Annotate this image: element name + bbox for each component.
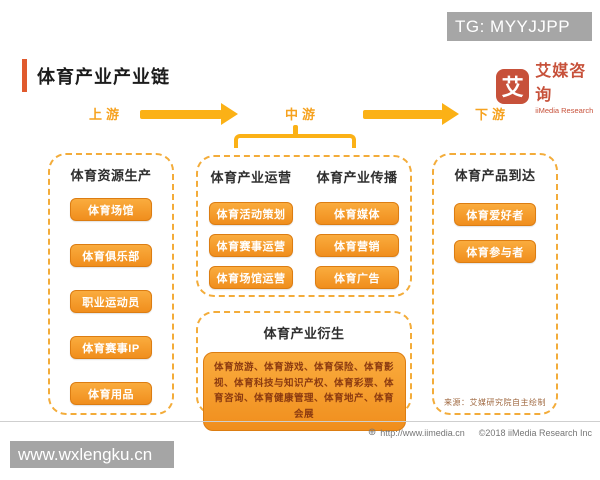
operation-items: 体育活动策划 体育赛事运营 体育场馆运营 [198,202,304,289]
list-item: 体育场馆 [70,198,152,221]
footer-url: http://www.iimedia.cn [380,427,465,438]
top-watermark: TG: MYYJJPP [447,12,592,41]
list-item: 体育爱好者 [454,203,536,226]
logo-name-cn: 艾媒咨询 [535,63,587,104]
logo-text: 艾媒咨询 iiMedia Research [535,57,600,115]
media-items: 体育媒体 体育营销 体育广告 [304,202,410,289]
flow-arrow-1 [140,110,222,119]
list-item: 体育赛事IP [70,336,152,359]
flow-label-upstream: 上游 [88,107,123,122]
list-item: 体育参与者 [454,240,536,263]
upstream-items: 体育场馆 体育俱乐部 职业运动员 体育赛事IP 体育用品 [50,198,172,405]
source-note: 来源：艾媒研究院自主绘制 [444,398,546,407]
section-downstream: 体育产品到达 体育爱好者 体育参与者 来源：艾媒研究院自主绘制 [432,153,558,415]
list-item: 体育俱乐部 [70,244,152,267]
downstream-items: 体育爱好者 体育参与者 [434,203,556,263]
logo-name-en: iiMedia Research [535,106,594,115]
section-operation-header: 体育产业运营 [210,170,292,185]
midstream-bracket-stem [293,125,298,136]
list-item: 体育活动策划 [209,202,293,225]
flow-arrow-2 [363,110,443,119]
section-upstream: 体育资源生产 体育场馆 体育俱乐部 职业运动员 体育赛事IP 体育用品 [48,153,174,415]
footer: ⊕ http://www.iimedia.cn ©2018 iiMedia Re… [368,427,592,438]
title-accent-bar [22,59,27,92]
derived-industries-panel: 体育旅游、体育游戏、体育保险、体育影视、体育科技与知识产权、体育彩票、体育咨询、… [202,352,406,431]
globe-icon: ⊕ [367,427,377,438]
section-media-header: 体育产业传播 [316,170,398,185]
list-item: 职业运动员 [70,290,152,313]
flow-label-downstream: 下游 [474,107,509,122]
section-downstream-header: 体育产品到达 [454,168,536,183]
list-item: 体育用品 [70,382,152,405]
list-item: 体育场馆运营 [209,266,293,289]
section-midstream-media: 体育产业传播 体育媒体 体育营销 体育广告 [304,157,410,295]
section-midstream: 体育产业运营 体育活动策划 体育赛事运营 体育场馆运营 体育产业传播 体育媒体 … [196,155,412,297]
footer-divider [0,421,600,422]
iimedia-logo-icon: 艾 [496,68,530,104]
midstream-bracket [234,134,356,148]
section-midstream-operation: 体育产业运营 体育活动策划 体育赛事运营 体育场馆运营 [198,157,304,295]
iimedia-logo: 艾 艾媒咨询 iiMedia Research [496,57,600,115]
list-item: 体育广告 [315,266,399,289]
flow-arrow-1-head-icon [221,103,238,125]
page-title: 体育产业产业链 [37,66,170,87]
list-item: 体育赛事运营 [209,234,293,257]
list-item: 体育营销 [315,234,399,257]
footer-copyright: ©2018 iiMedia Research Inc [478,427,592,438]
section-derived-header: 体育产业衍生 [263,326,345,341]
section-upstream-header: 体育资源生产 [70,168,152,183]
section-derived: 体育产业衍生 体育旅游、体育游戏、体育保险、体育影视、体育科技与知识产权、体育彩… [196,311,412,431]
flow-label-midstream: 中游 [284,107,319,122]
flow-arrow-2-head-icon [442,103,459,125]
list-item: 体育媒体 [315,202,399,225]
bottom-watermark: www.wxlengku.cn [10,441,174,468]
